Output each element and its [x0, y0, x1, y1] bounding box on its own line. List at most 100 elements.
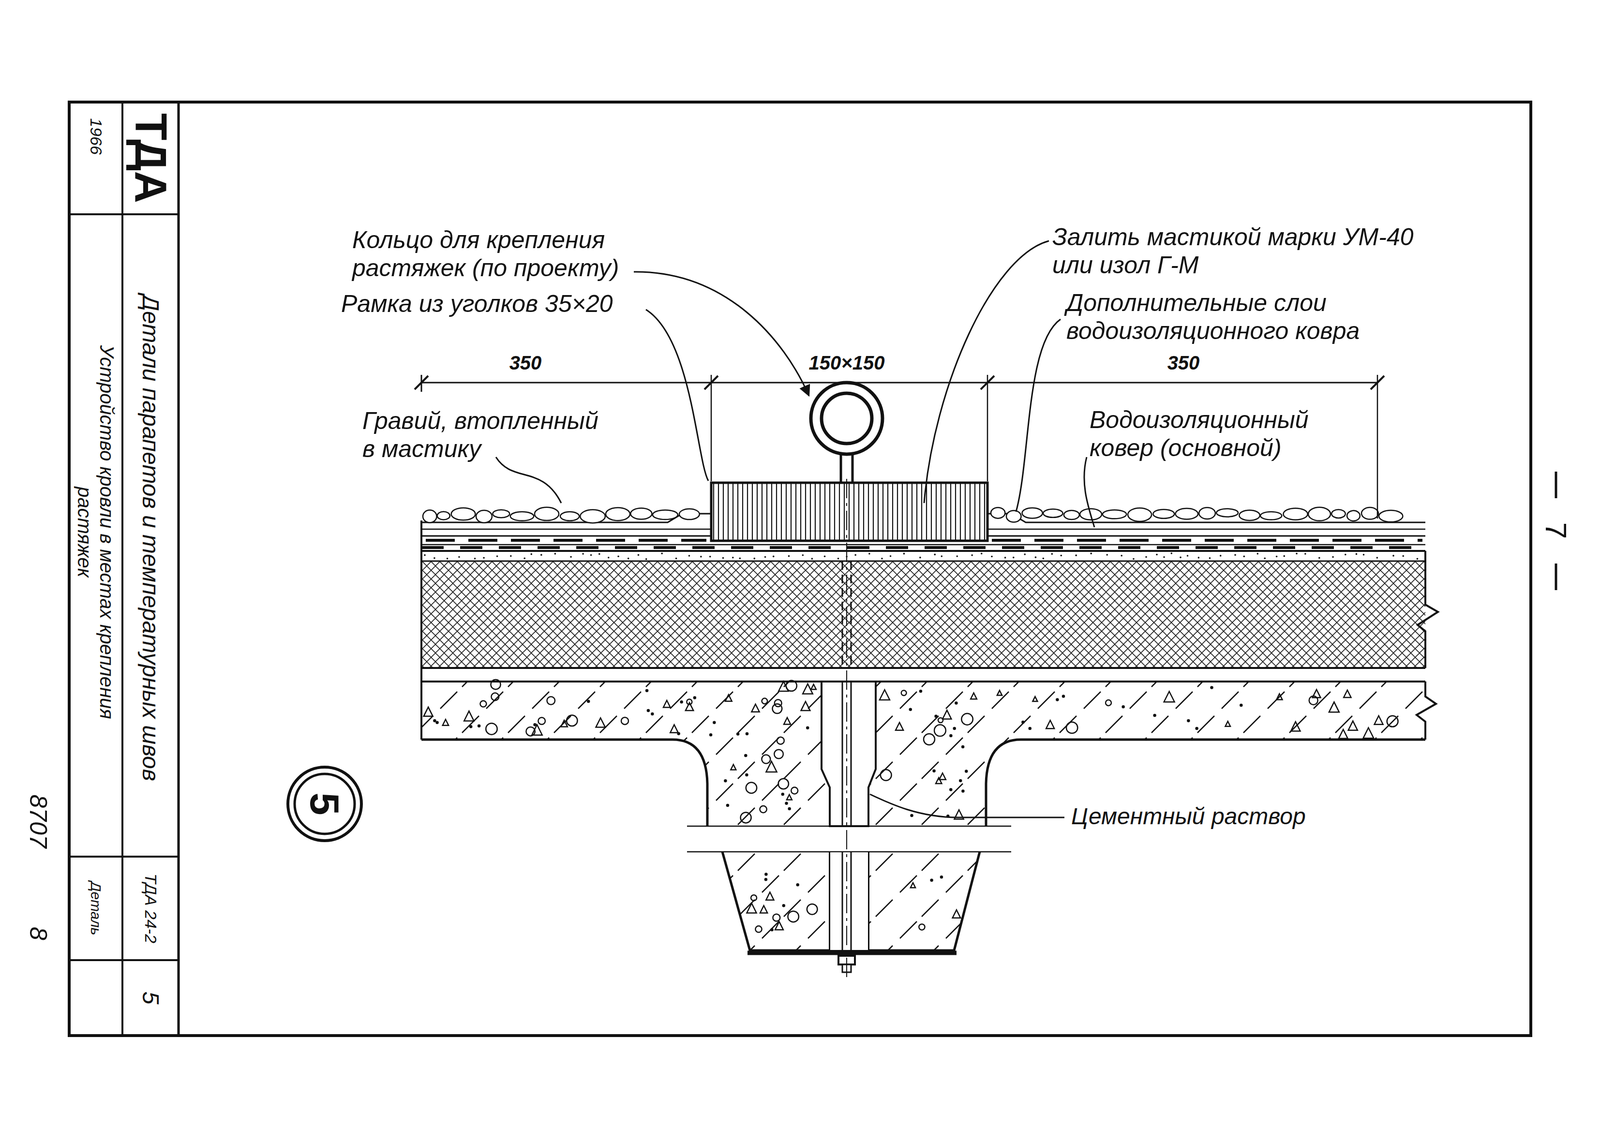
aggregate-mark: [952, 910, 961, 919]
screed-dot: [1004, 556, 1007, 559]
screed-dot: [1155, 553, 1158, 556]
screed-dot: [1304, 553, 1307, 555]
aggregate-mark: [760, 905, 768, 913]
gravel-stone: [1346, 510, 1361, 522]
screed-dot: [627, 557, 630, 560]
screed-dot: [554, 553, 557, 555]
aggregate-mark: [942, 710, 952, 719]
screed-dot: [868, 553, 871, 555]
screed-dot: [675, 557, 678, 560]
aggregate-mark: [651, 713, 654, 716]
gravel-stone: [1239, 510, 1260, 521]
dimension-line: [414, 374, 1385, 519]
screed-dot: [772, 555, 775, 558]
aggregate-mark: [566, 715, 578, 727]
detail-number: 5: [136, 989, 164, 1007]
gravel-stone: [437, 511, 450, 521]
screed-dot: [940, 555, 943, 558]
screed-dot: [458, 556, 461, 559]
screed-dot: [582, 553, 584, 555]
aggregate-mark: [745, 774, 748, 777]
aggregate-mark: [1374, 716, 1384, 725]
aggregate-mark: [880, 769, 892, 781]
screed-dot: [523, 557, 526, 560]
aggregate-mark: [949, 734, 952, 737]
aggregate-mark: [1387, 716, 1399, 728]
aggregate-mark: [775, 921, 784, 930]
screed-dot: [530, 553, 533, 556]
aggregate-mark: [1187, 719, 1190, 722]
callout-text: Водоизоляционный ковер (основной): [1089, 406, 1313, 463]
aggregate-mark: [1343, 690, 1351, 698]
aggregate-mark: [1338, 729, 1348, 739]
aggregate-mark: [725, 694, 733, 702]
gravel-stone: [1102, 509, 1127, 519]
aggregate-mark: [923, 733, 935, 746]
aggregate-mark: [879, 689, 890, 701]
aggregate-mark: [935, 715, 938, 718]
aggregate-mark: [479, 701, 487, 708]
screed-dot: [1012, 556, 1015, 559]
angle-frame: [711, 382, 988, 541]
year: 1966: [86, 116, 105, 157]
aggregate-mark: [787, 911, 799, 923]
aggregate-mark: [807, 904, 818, 915]
aggregate-mark: [525, 727, 535, 736]
screed-dot: [423, 554, 426, 557]
callout-text: Дополнительные слои водоизоляционного ко…: [1066, 289, 1364, 345]
aggregate-mark: [895, 722, 904, 731]
screed-dot: [802, 554, 805, 557]
aggregate-mark: [759, 806, 767, 813]
aggregate-mark: [596, 717, 606, 728]
gravel-stone: [1022, 508, 1043, 519]
screed-dot: [1186, 554, 1189, 557]
aggregate-mark: [970, 692, 977, 700]
aggregate-mark: [786, 794, 793, 801]
aggregate-mark: [801, 701, 811, 711]
aggregate-mark: [771, 928, 774, 931]
sheet-number: 8: [23, 925, 52, 943]
gravel-stone: [630, 508, 652, 520]
aggregate-mark: [645, 689, 648, 692]
screed-dot: [919, 556, 922, 559]
screed-dot: [1197, 556, 1200, 559]
aggregate-mark: [433, 719, 436, 722]
screed-dot: [1263, 557, 1266, 560]
gravel-stone: [1198, 507, 1216, 520]
aggregate-mark: [940, 876, 943, 879]
aggregate-mark: [686, 699, 692, 705]
aggregate-mark: [663, 700, 671, 708]
aggregate-mark: [938, 717, 943, 723]
aggregate-mark: [930, 879, 933, 882]
aggregate-mark: [746, 732, 748, 735]
aggregate-mark: [762, 698, 768, 705]
screed-dot: [1120, 554, 1123, 557]
series-code: ТДА: [124, 111, 177, 206]
screed-dot: [433, 557, 436, 560]
aggregate-mark: [485, 723, 497, 735]
screed-dot: [1416, 557, 1419, 560]
screed-dot: [688, 554, 691, 557]
aggregate-mark: [764, 873, 767, 876]
aggregate-mark: [965, 770, 968, 773]
aggregate-mark: [777, 737, 785, 745]
aggregate-mark: [1329, 702, 1340, 713]
screed-dot: [753, 557, 756, 560]
screed-dot: [722, 557, 725, 560]
gravel-stone: [580, 509, 606, 524]
aggregate-mark: [901, 690, 907, 696]
aggregate-mark: [709, 733, 712, 736]
screed-dot: [854, 554, 857, 557]
screed-dot: [739, 557, 742, 560]
aggregate-mark: [910, 882, 916, 888]
screed-dot: [990, 555, 993, 558]
screed-dot: [540, 553, 543, 556]
gravel-stone: [451, 508, 476, 521]
aggregate-mark: [788, 807, 791, 810]
aggregate-mark: [1196, 727, 1198, 730]
aggregate-mark: [750, 895, 757, 901]
screed-dot: [1023, 553, 1026, 556]
aggregate-mark: [953, 727, 956, 730]
aggregate-mark: [730, 764, 736, 771]
gravel-stone: [534, 507, 559, 521]
